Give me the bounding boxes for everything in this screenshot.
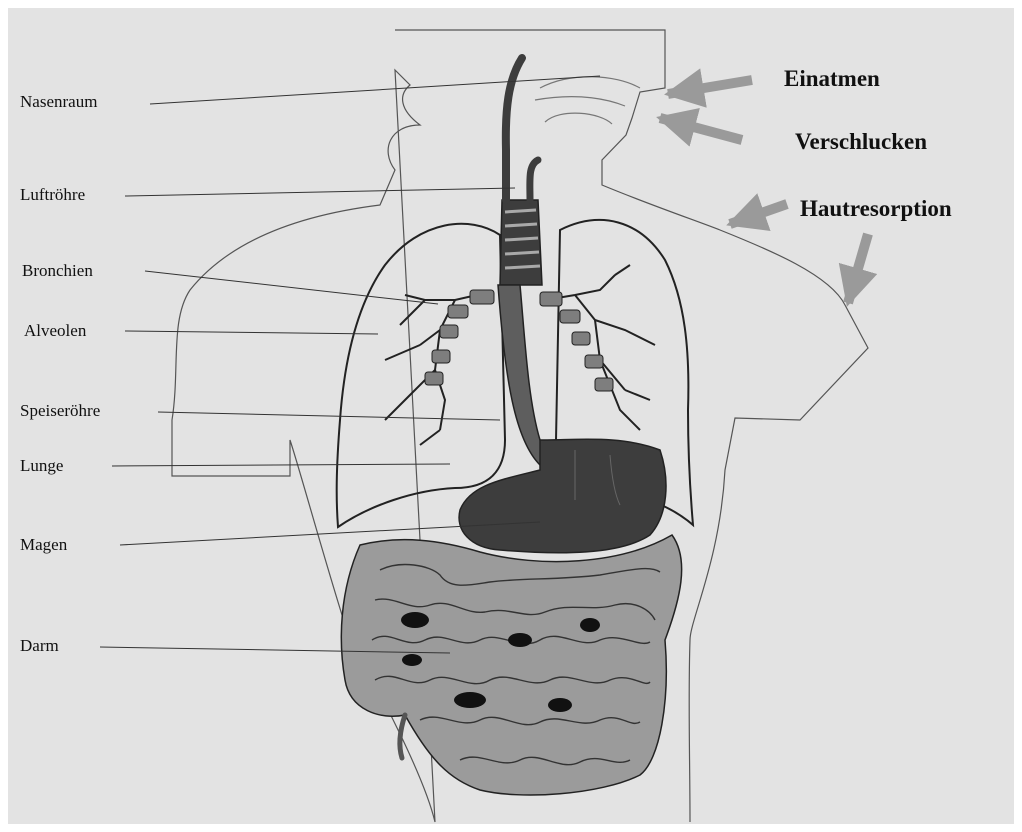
arrow-skin-shoulder: [730, 204, 787, 224]
label-alveolen: Alveolen: [24, 321, 86, 341]
route-hautresorption: Hautresorption: [800, 196, 952, 222]
exposure-arrows: [660, 80, 868, 303]
label-luftroehre: Luftröhre: [20, 185, 85, 205]
route-verschlucken: Verschlucken: [795, 129, 927, 155]
esophagus-top: [530, 160, 538, 200]
airway-tube: [506, 58, 522, 200]
left-lung: [337, 224, 505, 527]
label-nasenraum: Nasenraum: [20, 92, 97, 112]
esophagus: [498, 285, 555, 465]
appendix: [400, 715, 405, 758]
label-darm: Darm: [20, 636, 59, 656]
arrow-ingestion: [660, 118, 742, 140]
route-einatmen: Einatmen: [784, 66, 880, 92]
arrow-inhalation: [668, 80, 752, 94]
label-magen: Magen: [20, 535, 67, 555]
arrow-skin-arm: [848, 234, 868, 303]
intestines: [341, 535, 681, 795]
stomach: [459, 439, 666, 553]
label-bronchien: Bronchien: [22, 261, 93, 281]
nasal-cavity-lines: [535, 77, 640, 124]
label-speiseroehre: Speiseröhre: [20, 401, 100, 421]
label-lunge: Lunge: [20, 456, 63, 476]
